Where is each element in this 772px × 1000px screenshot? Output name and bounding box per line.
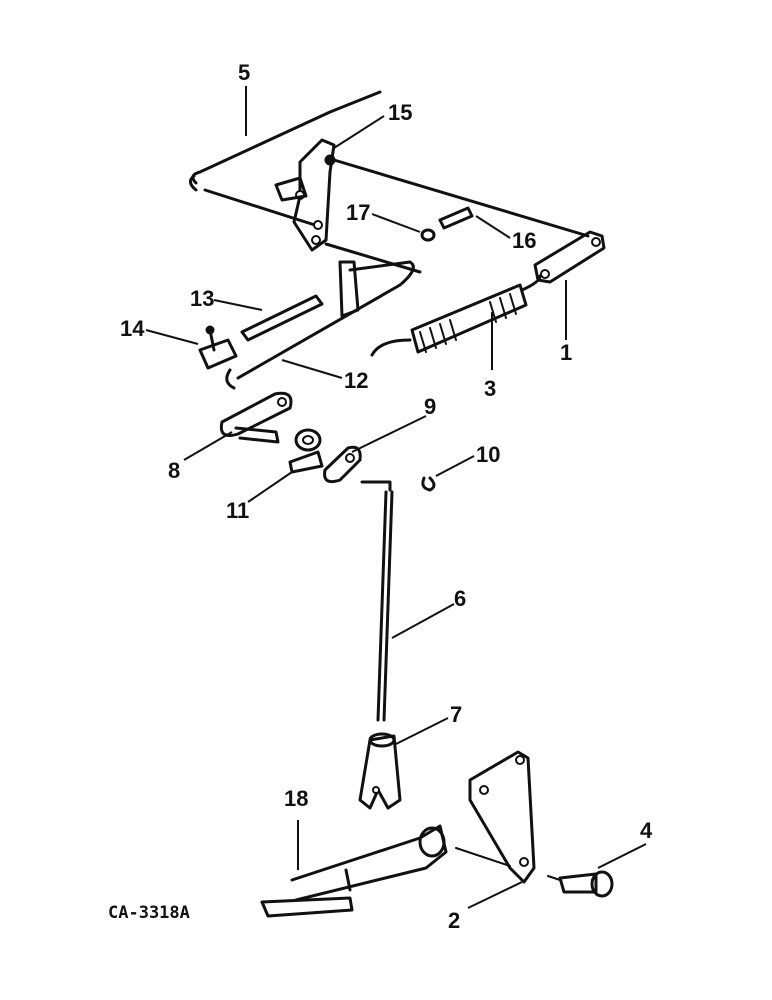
part-7-yoke — [358, 732, 402, 810]
callout-5: 5 — [238, 60, 250, 85]
callout-12: 12 — [344, 368, 368, 393]
part-8-lever-arm — [219, 391, 293, 444]
part-3-spring — [370, 274, 542, 357]
part-15-bracket-plate — [274, 138, 336, 252]
callout-labels: 5 15 17 16 1 3 13 14 12 9 10 8 11 6 7 18… — [120, 60, 653, 933]
callout-7: 7 — [450, 702, 462, 727]
part-4-bolt — [547, 870, 614, 898]
part-11-bushing — [288, 428, 324, 474]
part-17-washer — [420, 228, 436, 242]
callout-8: 8 — [168, 458, 180, 483]
callout-3: 3 — [484, 376, 496, 401]
callout-10: 10 — [476, 442, 500, 467]
callout-15: 15 — [388, 100, 412, 125]
figure-code: CA-3318A — [108, 903, 190, 923]
callout-16: 16 — [512, 228, 536, 253]
callout-9: 9 — [424, 394, 436, 419]
part-13-pin — [240, 294, 324, 342]
part-14-clevis — [198, 325, 238, 370]
part-5-upper-rod — [189, 90, 382, 228]
leader-lines — [145, 86, 647, 909]
callout-17: 17 — [346, 200, 370, 225]
callout-13: 13 — [190, 286, 214, 311]
callout-14: 14 — [120, 316, 145, 341]
part-6-vertical-rod — [360, 480, 394, 722]
upper-link-rod — [324, 158, 590, 274]
callout-11: 11 — [226, 498, 249, 523]
callout-4: 4 — [640, 818, 653, 843]
callout-6: 6 — [454, 586, 466, 611]
part-2-plate — [455, 750, 536, 884]
part-10-clip — [421, 476, 436, 492]
part-18-pedal — [260, 824, 448, 918]
callout-2: 2 — [448, 908, 460, 933]
callout-18: 18 — [284, 786, 308, 811]
part-1-lever-bracket — [533, 230, 606, 284]
part-9-link-plate — [323, 445, 362, 484]
part-12-rod — [225, 260, 415, 390]
part-16-pin — [438, 206, 474, 230]
callout-1: 1 — [560, 340, 572, 365]
